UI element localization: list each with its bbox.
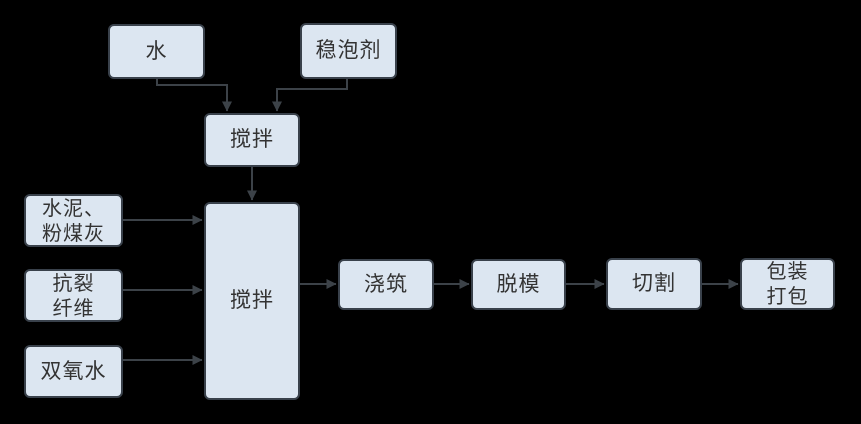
node-foam-stabilizer: 稳泡剂: [300, 23, 397, 79]
node-hydrogen-peroxide: 双氧水: [24, 345, 123, 398]
edge-stabilizer-to-premix: [272, 79, 348, 112]
node-cutting: 切割: [606, 258, 702, 310]
node-anticrack-fiber: 抗裂 纤维: [24, 269, 123, 322]
node-demolding: 脱模: [471, 259, 566, 310]
node-premix-stir: 搅拌: [204, 113, 300, 167]
node-packaging: 包装 打包: [740, 258, 835, 310]
node-pouring: 浇筑: [338, 259, 434, 310]
node-main-mix-stir: 搅拌: [204, 202, 300, 400]
node-water: 水: [108, 24, 205, 79]
node-cement-flyash: 水泥、 粉煤灰: [24, 194, 123, 247]
edge-water-to-premix: [156, 79, 232, 112]
